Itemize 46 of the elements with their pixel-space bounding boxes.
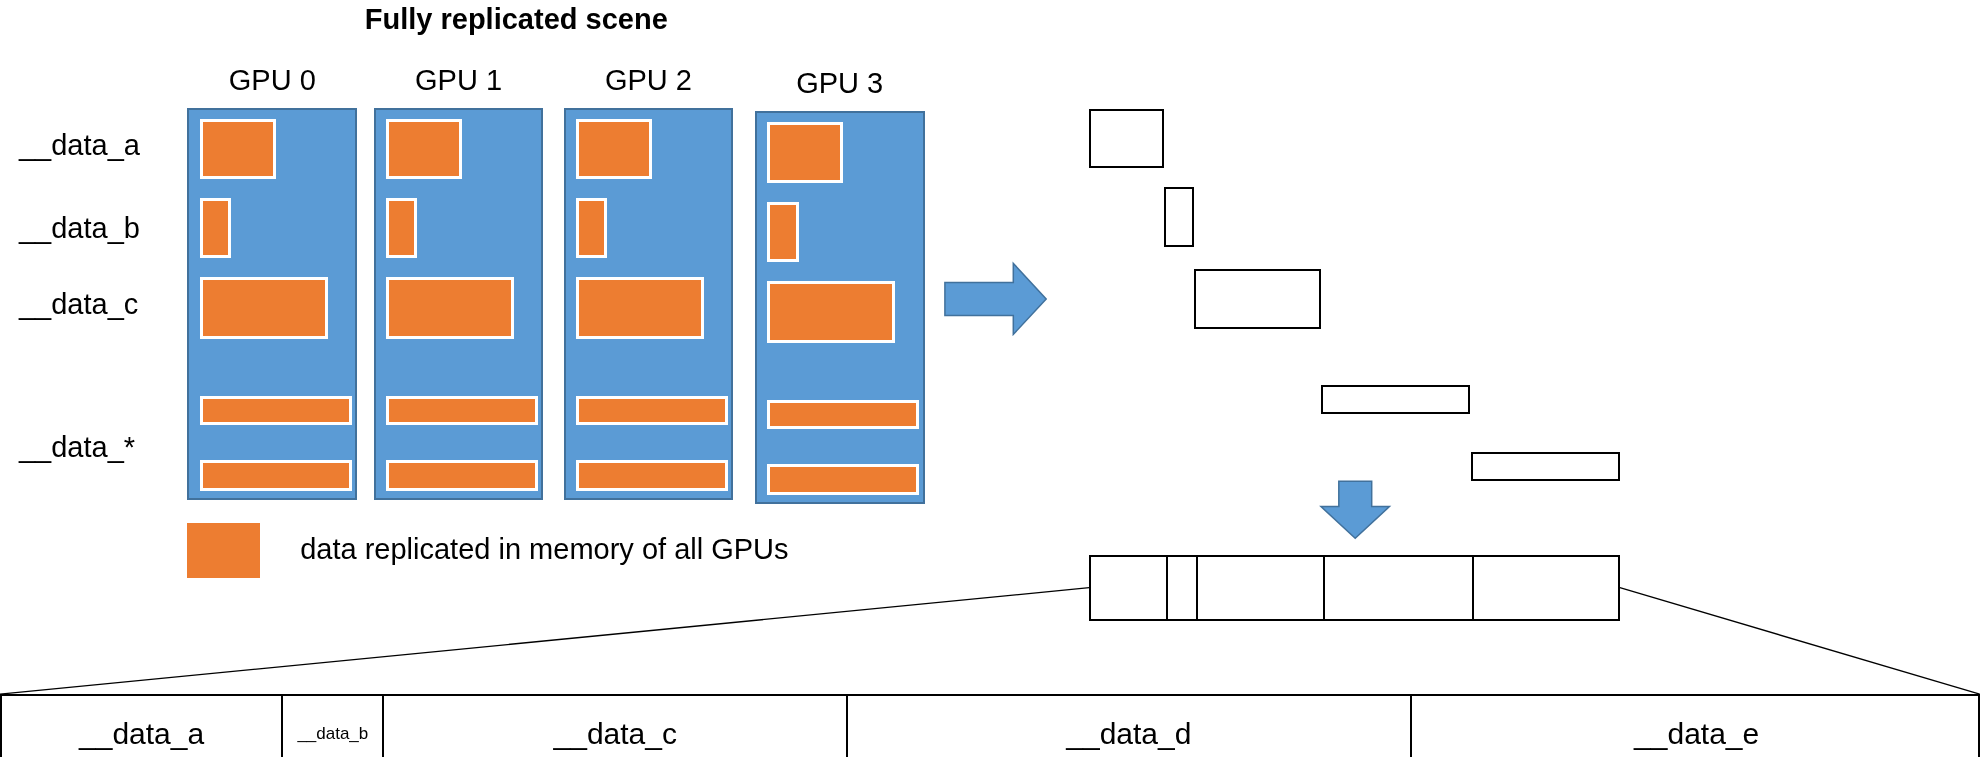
data-block	[575, 276, 704, 339]
data-block	[385, 395, 538, 425]
data-block	[385, 460, 538, 491]
block-arrow	[944, 261, 1048, 337]
row-label: __data_c	[19, 287, 139, 321]
data-block	[767, 399, 919, 429]
data-block	[385, 198, 418, 258]
row-label: __data_a	[19, 129, 140, 163]
block-arrow	[1319, 480, 1392, 540]
memory-layout-table	[0, 694, 1980, 757]
data-block	[575, 118, 652, 180]
data-block	[199, 118, 276, 180]
column-heading: GPU 3	[795, 67, 885, 101]
data-block	[767, 122, 843, 184]
memory-segment	[1194, 268, 1322, 330]
data-block	[767, 280, 895, 343]
table-cell: __data_a	[2, 696, 284, 757]
memory-segment	[1089, 108, 1164, 169]
data-block	[575, 460, 728, 491]
table-cell: __data_c	[384, 696, 849, 757]
combined-memory-bar	[1089, 554, 1620, 621]
data-block	[199, 395, 352, 425]
table-cell: __data_d	[848, 696, 1412, 757]
data-block	[199, 276, 328, 339]
table-cell: __data_b	[283, 696, 385, 757]
data-block	[385, 276, 514, 339]
zoom-line	[0, 587, 1090, 695]
column-heading: GPU 1	[414, 63, 503, 97]
memory-segment	[1470, 452, 1620, 482]
diagram-title: Fully replicated scene	[364, 2, 668, 36]
table-cell: __data_e	[1411, 696, 1982, 757]
data-block	[199, 460, 352, 491]
data-block	[767, 202, 799, 262]
data-block	[575, 198, 608, 258]
column-heading: GPU 2	[603, 63, 693, 97]
memory-segment	[1164, 187, 1195, 247]
row-label: __data_b	[19, 211, 140, 245]
data-block	[575, 395, 728, 425]
row-label: __data_*	[19, 430, 136, 464]
memory-segment	[1321, 385, 1471, 415]
data-block	[767, 464, 919, 495]
column-heading: GPU 0	[227, 63, 317, 97]
legend-text: data replicated in memory of all GPUs	[300, 533, 789, 567]
data-block	[385, 118, 462, 180]
zoom-line	[1619, 587, 1981, 695]
data-block	[199, 198, 232, 258]
